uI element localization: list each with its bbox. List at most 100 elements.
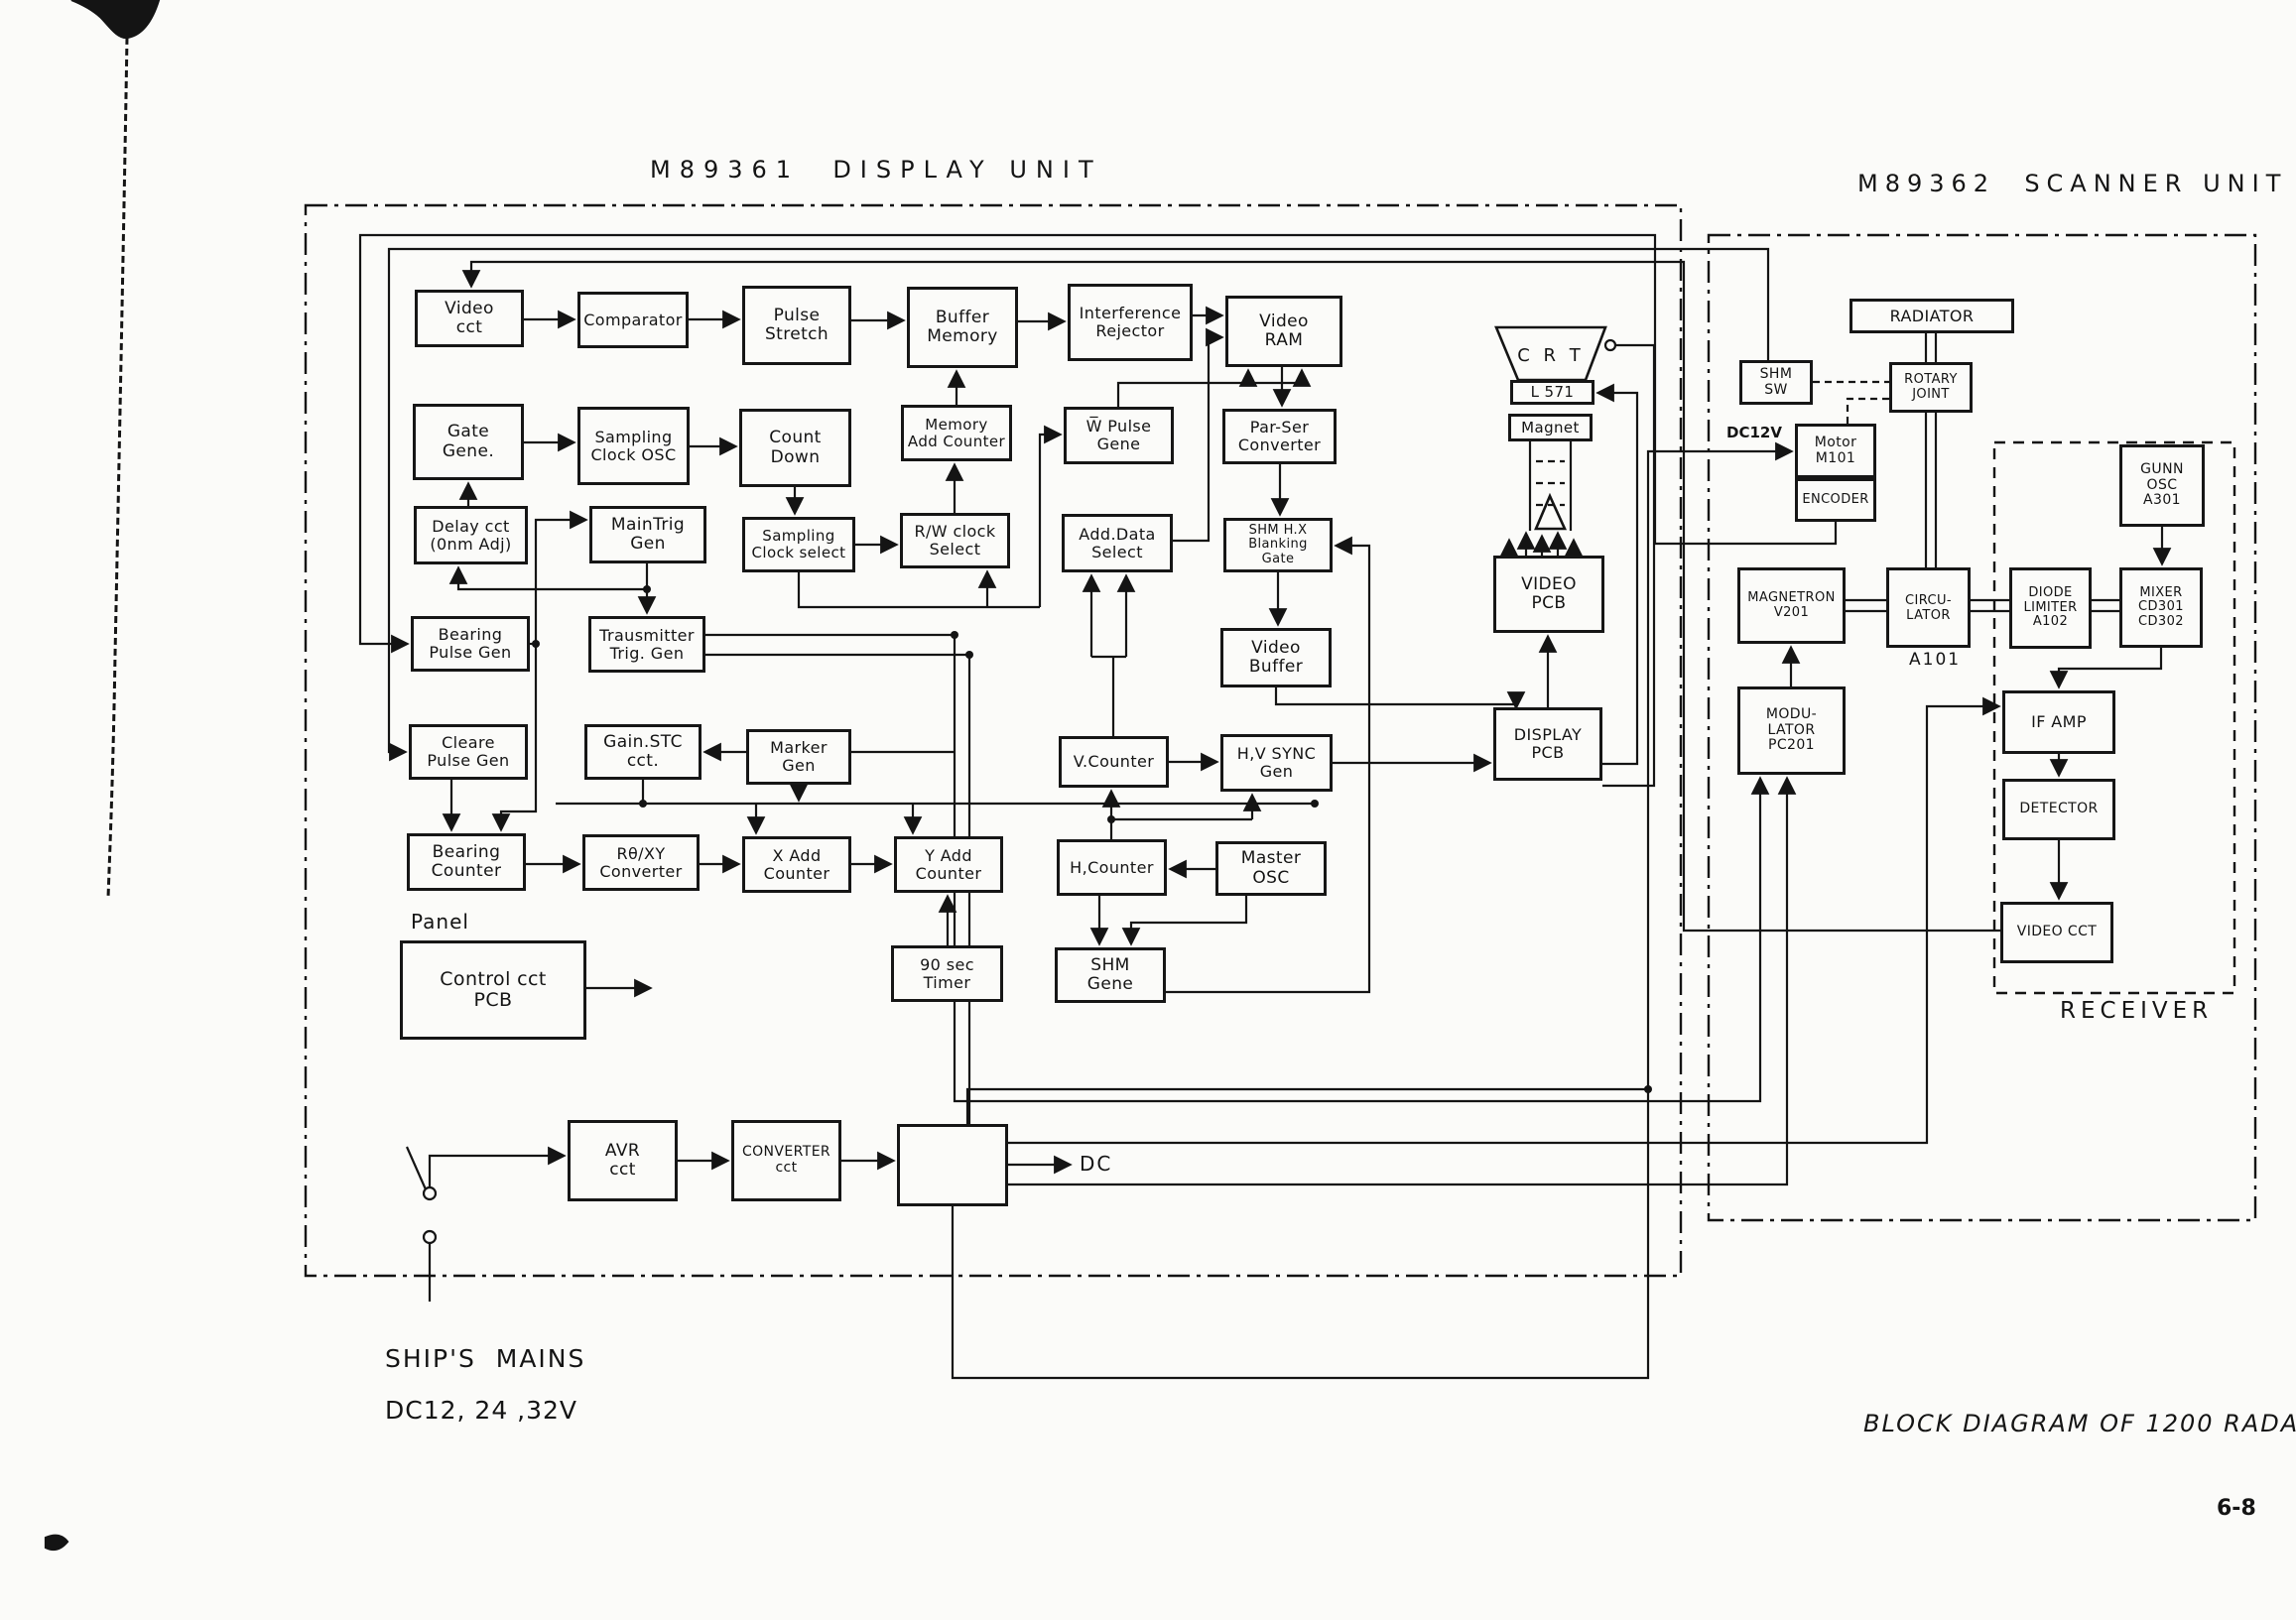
- shmsw-cpg-loop: [387, 247, 1770, 762]
- scan-smudge-top: [70, 0, 161, 40]
- block-label-hv-sync-gen: H,V SYNC Gen: [1236, 744, 1317, 781]
- circulator-ref-label: A101: [1909, 650, 1962, 670]
- block-detector: DETECTOR: [2002, 779, 2115, 840]
- block-master-osc: Master OSC: [1215, 841, 1327, 896]
- block-gate-gene: Gate Gene.: [413, 404, 524, 480]
- block-label-v-counter: V.Counter: [1073, 752, 1155, 772]
- junction-dot: [1311, 800, 1319, 808]
- select-bottom-rail: [797, 572, 1040, 609]
- block-label-gunn-osc-a301: GUNN OSC A301: [2140, 460, 2184, 509]
- block-label-mixer-cd301-cd302: MIXER CD301 CD302: [2138, 584, 2184, 629]
- motor-supply-label: DC12V: [1726, 424, 1782, 441]
- mains-label-1: SHIP'S MAINS: [385, 1344, 586, 1373]
- block-comparator: Comparator: [577, 292, 689, 348]
- block-label-display-pcb: DISPLAY PCB: [1513, 725, 1583, 762]
- block-shm-gene: SHM Gene: [1055, 947, 1166, 1003]
- displaypcb-crt-anode: [1602, 343, 1656, 788]
- rail-wpulse: [1038, 425, 1063, 607]
- block-radiator: RADIATOR: [1850, 299, 2014, 333]
- wpulse-rail: [1116, 381, 1302, 407]
- mains-to-motor: [951, 441, 1794, 1380]
- bpgrail-bearingcounter: [491, 644, 538, 832]
- block-video-cct: Video cct: [415, 290, 524, 347]
- crt-text: C R T: [1517, 345, 1585, 366]
- junction-dot: [965, 651, 973, 659]
- block-label-video-buffer: Video Buffer: [1248, 637, 1304, 677]
- block-label-detector: DETECTOR: [2019, 801, 2099, 817]
- adddata-videoram: [1173, 327, 1224, 543]
- block-label-cleare-pulse-gen: Cleare Pulse Gen: [427, 733, 510, 770]
- block-main-trig-gen: MainTrig Gen: [589, 506, 706, 563]
- crt-gun-triangle: [1534, 492, 1568, 531]
- block-pulse-stretch: Pulse Stretch: [742, 286, 851, 365]
- block-label-magnet: Magnet: [1521, 418, 1580, 436]
- block-label-count-down: Count Down: [769, 428, 822, 467]
- block-delay-cct: Delay cct (0nm Adj): [414, 506, 528, 564]
- encoder-bpg-loop: [358, 233, 1838, 654]
- block-label-magnetron-v201: MAGNETRON V201: [1747, 589, 1836, 620]
- block-modulator-pc201: MODU- LATOR PC201: [1737, 686, 1846, 775]
- gain-ifamp: [969, 696, 2001, 1145]
- panel-label: Panel: [411, 910, 469, 934]
- block-sampling-clock-select: Sampling Clock select: [742, 517, 855, 572]
- block-y-add-counter: Y Add Counter: [894, 836, 1003, 893]
- block-circulator-a101: CIRCU- LATOR: [1886, 567, 1971, 648]
- block-label-sampling-clock-select: Sampling Clock select: [751, 527, 846, 561]
- scanner-unit-title: M89362 SCANNER UNIT: [1857, 170, 2288, 197]
- block-shm-sw: SHM SW: [1739, 360, 1813, 405]
- block-magnetron-v201: MAGNETRON V201: [1737, 567, 1846, 644]
- block-rotary-joint: ROTARY JOINT: [1889, 362, 1973, 413]
- display-unit-title: M89361 DISPLAY UNIT: [650, 156, 1102, 184]
- display-unit-border: [304, 203, 1683, 1278]
- block-label-par-ser-converter: Par-Ser Converter: [1237, 418, 1322, 454]
- block-label-avr-cct: AVR cct: [604, 1140, 641, 1180]
- block-label-interference-rejector: Interference Rejector: [1079, 304, 1182, 340]
- switch-contact-top: [422, 1185, 438, 1201]
- block-label-if-amp: IF AMP: [2031, 712, 2087, 732]
- page-number: 6-8: [2217, 1496, 2256, 1521]
- block-label-90sec-timer: 90 sec Timer: [920, 954, 974, 992]
- mains-label-2: DC12, 24 ,32V: [385, 1396, 578, 1425]
- block-label-delay-cct: Delay cct (0nm Adj): [430, 516, 512, 554]
- block-hv-sync-gen: H,V SYNC Gen: [1220, 734, 1333, 792]
- block-shm-hx-blanking-gate: SHM H.X Blanking Gate: [1223, 518, 1333, 572]
- block-transmitter-trig-gen: Trausmitter Trig. Gen: [588, 616, 705, 673]
- block-v-counter: V.Counter: [1059, 736, 1169, 788]
- block-label-video-cct: Video cct: [445, 298, 494, 337]
- block-encoder: ENCODER: [1795, 478, 1876, 522]
- block-label-bearing-pulse-gen: Bearing Pulse Gen: [429, 625, 512, 662]
- shmgene-shmhx: [1166, 536, 1371, 994]
- vcounter-up-rail: [1091, 655, 1126, 736]
- block-video-pcb: VIDEO PCB: [1493, 556, 1604, 633]
- junction-dot: [643, 585, 651, 593]
- block-label-video-ram: Video RAM: [1259, 311, 1309, 350]
- block-label-shm-hx-blanking-gate: SHM H.X Blanking Gate: [1248, 522, 1308, 566]
- block-add-data-select: Add.Data Select: [1062, 514, 1173, 572]
- block-bearing-counter: Bearing Counter: [407, 833, 526, 891]
- junction-dot: [1107, 815, 1115, 823]
- switch-blade: [405, 1146, 428, 1190]
- block-label-modulator-pc201: MODU- LATOR PC201: [1765, 705, 1818, 754]
- videoreturn: [461, 260, 2000, 933]
- block-gain-stc-cct: Gain.STC cct.: [584, 724, 702, 780]
- junction-dot: [639, 800, 647, 808]
- block-mixer-cd301-cd302: MIXER CD301 CD302: [2119, 567, 2203, 648]
- block-label-rw-clock-select: R/W clock Select: [914, 522, 996, 559]
- block-label-transmitter-trig-gen: Trausmitter Trig. Gen: [599, 625, 695, 663]
- block-label-motor-m101: Motor M101: [1814, 434, 1857, 466]
- displaypcb-l571-loop: [1595, 383, 1639, 766]
- bpgrail-maintrig: [534, 510, 588, 644]
- neck-outline: [1528, 441, 1573, 531]
- block-label-master-osc: Master OSC: [1240, 848, 1302, 888]
- junction-dot: [951, 631, 958, 639]
- block-label-sampling-clock-osc: Sampling Clock OSC: [590, 427, 677, 464]
- block-converter-cct: CONVERTER cct: [731, 1120, 841, 1201]
- block-label-video-pcb: VIDEO PCB: [1521, 573, 1577, 613]
- block-label-main-trig-gen: MainTrig Gen: [610, 514, 686, 554]
- receiver-dashed-border: [1992, 440, 2236, 995]
- switch-avr: [428, 1146, 567, 1187]
- block-label-h-counter: H,Counter: [1070, 857, 1154, 877]
- maintrig-delay: [448, 565, 647, 591]
- videobuffer-displaypcb: [1274, 687, 1518, 706]
